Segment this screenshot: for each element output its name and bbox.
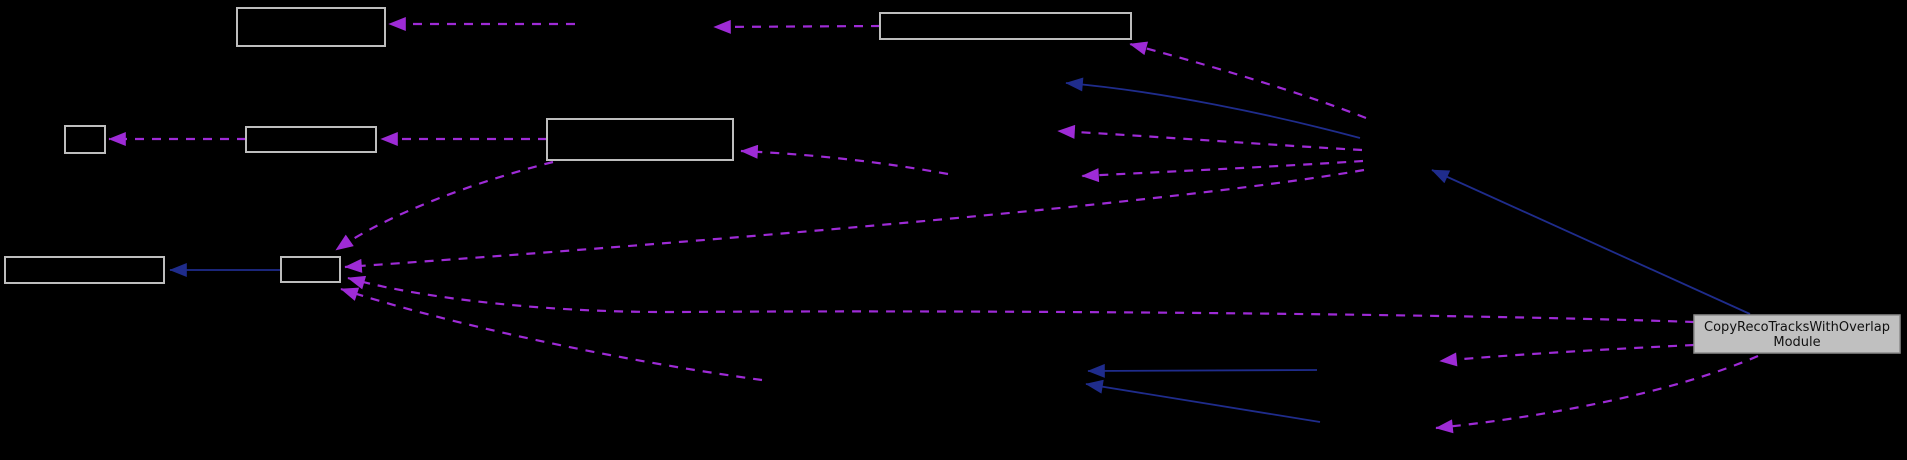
edge-hub-to-hidden3 (1057, 124, 1363, 152)
edge-module-to-hidden8 (1435, 354, 1759, 434)
node-copyrecotrackswithoverlap-module[interactable]: CopyRecoTracksWithOverlap Module (1693, 314, 1901, 354)
edge-hub-to-box7 (344, 168, 1365, 273)
node-box5[interactable] (245, 126, 377, 153)
edge-hidden4-to-box3 (740, 144, 949, 176)
edge-box2-to-hidden1 (713, 19, 881, 34)
node-box6[interactable] (4, 256, 165, 284)
main-node-label-line2: Module (1773, 335, 1820, 350)
edge-box3-to-box7 (335, 160, 554, 251)
node-box4[interactable] (64, 125, 106, 154)
node-box1[interactable] (236, 7, 386, 47)
node-box7[interactable] (280, 256, 341, 283)
edge-hub-to-hidden4 (1081, 159, 1364, 183)
edge-hidden5-to-box7 (340, 287, 763, 382)
edge-module-to-hidden7 (1439, 343, 1695, 367)
edges-layer (108, 17, 1759, 434)
edge-hidden6-lower (1085, 379, 1321, 423)
node-box2[interactable] (879, 12, 1132, 40)
edge-module-to-hub (1431, 169, 1751, 315)
main-node-label-line1: CopyRecoTracksWithOverlap (1704, 320, 1890, 335)
node-box3[interactable] (546, 118, 734, 161)
edge-module-to-box7 (347, 275, 1695, 324)
edge-hub-to-box2 (1129, 41, 1367, 120)
nodes-layer (4, 7, 1132, 284)
main-node-box[interactable] (1693, 314, 1901, 354)
edge-hidden6-upper (1087, 363, 1318, 378)
edge-hub-to-hidden2 (1065, 77, 1361, 139)
